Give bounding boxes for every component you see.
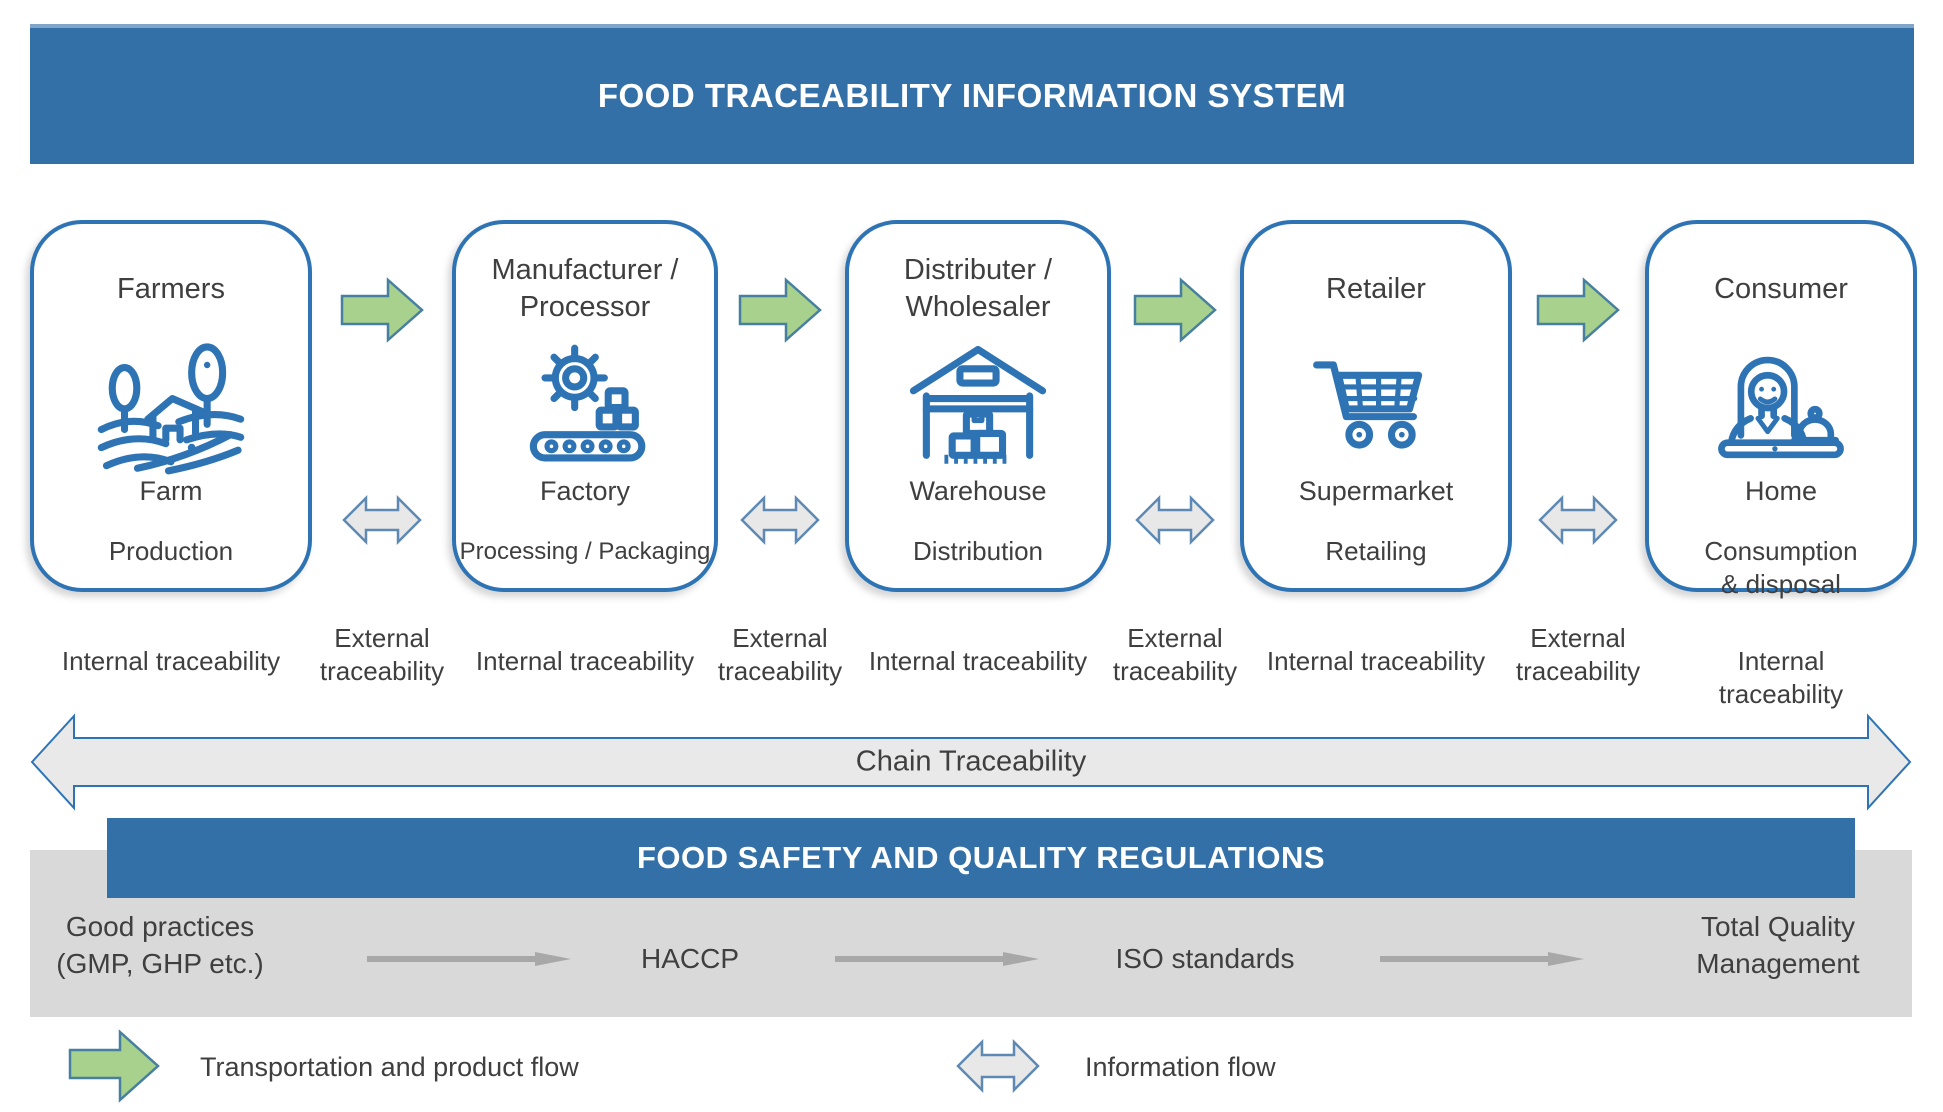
regulation-step-haccp: HACCP: [640, 943, 740, 974]
stage-box-manufacturer: Manufacturer / Processor Factory Pro: [452, 220, 718, 592]
chain-traceability-arrow: Chain Traceability: [30, 712, 1912, 812]
information-flow-arrow-icon: [1538, 494, 1618, 546]
product-flow-arrow-icon: [1133, 277, 1217, 343]
system-title-banner: FOOD TRACEABILITY INFORMATION SYSTEM: [30, 24, 1914, 164]
product-flow-arrow-icon: [1536, 277, 1620, 343]
stage-label: Consumption & disposal: [1704, 536, 1858, 599]
shopping-cart-icon: [1313, 361, 1423, 449]
regulation-step-iso: ISO standards: [1115, 943, 1295, 974]
external-traceability-label: External traceability: [319, 623, 445, 686]
stage-label: Factory: [539, 476, 631, 506]
stage-label: Home: [1744, 476, 1818, 506]
regulations-title: FOOD SAFETY AND QUALITY REGULATIONS: [636, 840, 1326, 875]
stage-label: Supermarket: [1298, 476, 1454, 506]
flow-arrow-icon: [367, 952, 571, 966]
information-flow-arrow-icon: [342, 494, 422, 546]
legend-information-flow-arrow-icon: [956, 1038, 1040, 1094]
product-flow-arrow-icon: [340, 277, 424, 343]
factory-icon: [529, 344, 646, 462]
information-flow-arrow-icon: [740, 494, 820, 546]
stage-title: Manufacturer / Processor: [491, 254, 679, 323]
regulations-title-banner: FOOD SAFETY AND QUALITY REGULATIONS: [107, 818, 1855, 898]
stage-label: Farm: [139, 476, 203, 506]
stage-box-consumer: Consumer Home Consumpt: [1645, 220, 1917, 599]
external-traceability-label: External traceability: [717, 623, 843, 686]
warehouse-icon: [909, 345, 1047, 464]
chain-traceability-label: Chain Traceability: [855, 745, 1087, 778]
double-arrow-icon: [30, 713, 1912, 811]
stage-box-distributer: Distributer / Wholesaler Warehouse Distr…: [845, 220, 1111, 592]
flow-arrow-icon: [1380, 952, 1584, 966]
stage-label: Production: [108, 536, 234, 566]
information-flow-arrow-icon: [1135, 494, 1215, 546]
farm-icon: [97, 343, 245, 475]
stage-label: Distribution: [912, 536, 1044, 566]
regulation-step-tqm: Total Quality Management: [1696, 911, 1860, 979]
internal-traceability-label: Internal traceability: [475, 646, 695, 676]
stage-box-farmers: Farmers Farm Production: [30, 220, 312, 592]
stage-label: Processing / Packaging: [459, 538, 711, 565]
stage-title: Consumer: [1714, 272, 1848, 305]
external-traceability-label: External traceability: [1515, 623, 1641, 686]
stage-title: Retailer: [1326, 272, 1426, 305]
stage-box-retailer: Retailer Supermarket Retailing: [1240, 220, 1512, 592]
internal-traceability-label: Internal traceability: [1718, 646, 1844, 709]
legend-product-flow-arrow-icon: [68, 1029, 160, 1103]
stage-label: Retailing: [1325, 536, 1427, 566]
flow-arrow-icon: [835, 952, 1039, 966]
stage-title: Farmers: [117, 272, 225, 305]
legend-information-flow-label: Information flow: [1085, 1052, 1276, 1082]
stage-title: Distributer / Wholesaler: [903, 254, 1053, 323]
stage-label: Warehouse: [909, 476, 1047, 506]
system-title: FOOD TRACEABILITY INFORMATION SYSTEM: [597, 77, 1347, 114]
internal-traceability-label: Internal traceability: [868, 646, 1088, 676]
external-traceability-label: External traceability: [1112, 623, 1238, 686]
product-flow-arrow-icon: [738, 277, 822, 343]
internal-traceability-label: Internal traceability: [61, 646, 281, 676]
consumer-icon: [1718, 356, 1844, 459]
legend-product-flow-label: Transportation and product flow: [200, 1052, 579, 1082]
regulation-step-good-practices: Good practices (GMP, GHP etc.): [56, 911, 264, 979]
internal-traceability-label: Internal traceability: [1266, 646, 1486, 676]
